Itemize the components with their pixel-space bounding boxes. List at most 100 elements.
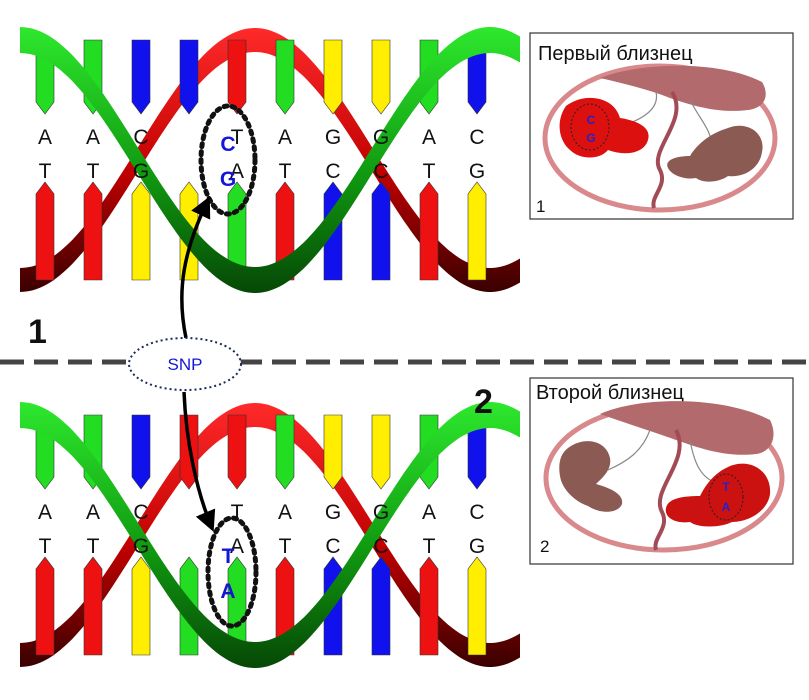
- panel-2-title: Второй близнец: [536, 382, 684, 404]
- base-letter-top: A: [86, 501, 100, 524]
- arrow-to-snp-2: [182, 391, 216, 532]
- base-bar-bottom: [35, 556, 55, 656]
- embryo-red-1-highlight: [570, 103, 610, 151]
- umbilical-cord-2a: [607, 429, 651, 471]
- base-letter-top: C: [469, 126, 484, 149]
- base-bar-bottom: [467, 556, 487, 656]
- base-letter-top: T: [231, 126, 244, 149]
- base-letter-top: G: [373, 501, 389, 524]
- snp-bubble-label: SNP: [168, 355, 203, 374]
- base-letter-bottom: C: [325, 160, 340, 183]
- base-letter-top: C: [133, 501, 148, 524]
- base-bar-top: [323, 414, 343, 490]
- helix-2-base-bars: [35, 414, 487, 656]
- base-letter-top: G: [373, 126, 389, 149]
- base-bar-top: [323, 39, 343, 115]
- septum-1: [651, 90, 679, 209]
- base-bar-top: [371, 414, 391, 490]
- embryo-red-2-highlight: [708, 473, 744, 521]
- base-bar-top: [275, 414, 295, 490]
- embryo-red-1: [559, 97, 649, 158]
- helix-1-front-strand: [20, 27, 520, 293]
- base-bar-bottom: [35, 181, 55, 281]
- embryo-brown-1: [667, 125, 763, 182]
- snp-1-top-letter: C: [220, 133, 235, 156]
- base-letter-bottom: T: [87, 535, 100, 558]
- base-letter-bottom: A: [230, 160, 244, 183]
- helix-2-label: 2: [474, 383, 493, 421]
- base-bar-bottom: [467, 181, 487, 281]
- panel-2-number: 2: [540, 537, 549, 556]
- base-letter-bottom: G: [133, 535, 149, 558]
- snp-highlight-1: [198, 103, 258, 217]
- snp-bubble: [128, 337, 242, 391]
- panel-1-number: 1: [536, 197, 545, 216]
- snp-highlight-2: [205, 515, 259, 629]
- base-bar-bottom: [371, 556, 391, 656]
- base-letter-top: A: [422, 126, 436, 149]
- base-bar-bottom: [131, 556, 151, 656]
- base-letter-bottom: T: [279, 535, 292, 558]
- embryo-red-2: [665, 463, 771, 527]
- base-letter-bottom: C: [373, 535, 388, 558]
- green-backbone: [20, 27, 520, 293]
- base-bar-top: [227, 39, 247, 115]
- placenta-2: [600, 401, 774, 455]
- base-letter-bottom: G: [133, 160, 149, 183]
- arrow-to-snp-1: [180, 196, 211, 339]
- base-letter-bottom: T: [39, 535, 52, 558]
- base-letter-top: A: [38, 126, 52, 149]
- base-bar-bottom: [131, 181, 151, 281]
- base-letter-bottom: C: [325, 535, 340, 558]
- base-bar-bottom: [419, 181, 439, 281]
- twin-panel-1: Первый близнец C G 1: [529, 32, 794, 220]
- base-letter-top: A: [278, 126, 292, 149]
- base-letter-top: A: [422, 501, 436, 524]
- green-backbone: [20, 402, 520, 668]
- helix-1-label: 1: [28, 313, 47, 351]
- base-letter-top: C: [469, 501, 484, 524]
- base-bar-top: [275, 39, 295, 115]
- base-bar-bottom: [419, 556, 439, 656]
- panel-1-title: Первый близнец: [538, 43, 693, 65]
- panel-1-embryo-letter-top: C: [587, 113, 596, 127]
- base-letter-bottom: C: [373, 160, 388, 183]
- base-bar-bottom: [83, 556, 103, 656]
- placenta-1: [600, 65, 766, 111]
- base-letter-bottom: T: [279, 160, 292, 183]
- base-letter-bottom: A: [230, 535, 244, 558]
- base-bar-bottom: [83, 181, 103, 281]
- helix-1-base-bars: [35, 39, 487, 281]
- septum-2: [653, 429, 682, 551]
- base-letter-bottom: G: [469, 160, 485, 183]
- base-letter-bottom: T: [39, 160, 52, 183]
- base-bar-top: [131, 39, 151, 115]
- snp-2-top-letter: T: [222, 545, 235, 568]
- base-letter-top: G: [325, 501, 341, 524]
- base-letter-top: A: [278, 501, 292, 524]
- base-letter-top: A: [38, 501, 52, 524]
- base-bar-bottom: [371, 181, 391, 281]
- base-bar-top: [371, 39, 391, 115]
- snp-1-bottom-letter: G: [220, 168, 236, 191]
- base-letter-bottom: T: [87, 160, 100, 183]
- embryo-brown-2: [559, 441, 623, 512]
- base-letter-top: G: [325, 126, 341, 149]
- base-letter-top: C: [133, 126, 148, 149]
- base-letter-bottom: T: [423, 160, 436, 183]
- twin-panel-2: Второй близнец T A 2: [529, 377, 794, 565]
- panel-2-embryo-letter-bottom: A: [722, 500, 731, 514]
- base-bar-top: [227, 414, 247, 490]
- helix-2-front-strand: [20, 402, 520, 668]
- base-letter-bottom: G: [469, 535, 485, 558]
- base-bar-top: [131, 414, 151, 490]
- base-letter-top: A: [86, 126, 100, 149]
- panel-2-embryo-letter-top: T: [722, 480, 730, 494]
- snp-2-bottom-letter: A: [220, 580, 235, 603]
- panel-1-embryo-letter-bottom: G: [586, 131, 595, 145]
- base-letter-bottom: T: [423, 535, 436, 558]
